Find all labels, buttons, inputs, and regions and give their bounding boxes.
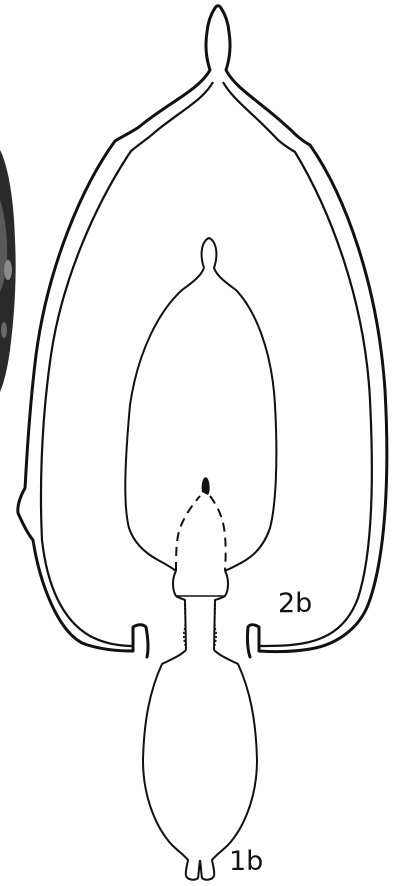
- photo-fragment: [0, 150, 16, 392]
- outer-shell-inner-wall: [41, 82, 213, 646]
- collar-neck: [173, 571, 228, 650]
- dashed-collar: [176, 496, 226, 571]
- outer-shell-outer-wall-right: [226, 70, 387, 657]
- label-2b: 2b: [278, 588, 312, 619]
- outer-shell-apex: [206, 6, 230, 70]
- label-1b: 1b: [229, 846, 263, 877]
- collar-neck-ragged: [184, 600, 216, 650]
- inner-dark-tip: [202, 477, 210, 495]
- inner-heart-form: [125, 238, 276, 571]
